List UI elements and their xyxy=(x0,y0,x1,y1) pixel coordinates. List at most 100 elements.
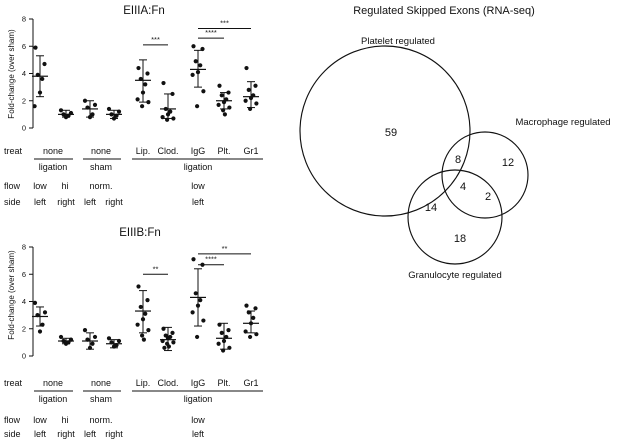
eiiib-side-right-2: right xyxy=(105,429,123,439)
eiiia-y-tick-label: 0 xyxy=(22,124,26,133)
eiiia-data-point xyxy=(243,98,248,103)
eiiia-data-point xyxy=(135,97,140,102)
macrophage-regulated-label: Macrophage regulated xyxy=(515,117,610,128)
eiiib-gr1-label: Gr1 xyxy=(243,378,258,388)
eiiia-significance-label: **** xyxy=(205,28,217,37)
eiiia-lip-label: Lip. xyxy=(136,146,151,156)
eiiib-data-point xyxy=(171,340,176,345)
eiiia-clod-label: Clod. xyxy=(157,146,178,156)
eiiib-none-ligation-label: none xyxy=(43,378,63,388)
eiiib-data-point xyxy=(201,318,206,323)
eiiib-data-point xyxy=(244,303,249,308)
venn-title: Regulated Skipped Exons (RNA-seq) xyxy=(353,5,535,17)
eiiib-data-point xyxy=(191,257,196,262)
eiiia-igg-label: IgG xyxy=(191,146,206,156)
eiiib-data-point xyxy=(42,310,48,315)
eiiib-y-axis-title: Fold-change (over sham) xyxy=(7,250,16,340)
eiiia-y-tick-label: 4 xyxy=(22,69,26,78)
eiiia-sham-label: sham xyxy=(90,162,112,172)
eiiia-significance-label: *** xyxy=(220,19,229,28)
eiiia-data-point xyxy=(201,89,206,94)
eiiia-data-point xyxy=(90,112,95,117)
eiiia-data-point xyxy=(140,104,145,109)
eiiib-data-point xyxy=(195,334,200,340)
eiiib-igg-label: IgG xyxy=(191,378,206,388)
eiiib-data-point xyxy=(136,284,141,289)
eiiia-data-point xyxy=(216,102,221,107)
eiiia-data-point xyxy=(40,76,45,82)
eiiia-data-point xyxy=(171,116,176,121)
eiiib-data-point xyxy=(90,341,95,346)
eiiib-data-point xyxy=(190,310,195,315)
eiiib-significance-label: ** xyxy=(222,244,228,253)
macrophage-granulocyte-count: 2 xyxy=(485,191,491,203)
eiiib-data-point xyxy=(226,328,231,333)
platelet-regulated-label: Platelet regulated xyxy=(361,36,435,47)
granulocyte-regulated-label: Granulocyte regulated xyxy=(408,270,501,281)
eiiib-clod-label: Clod. xyxy=(157,378,178,388)
eiiia-data-point xyxy=(160,115,165,120)
eiiib-flow-norm: norm. xyxy=(89,415,112,425)
eiiib-data-point xyxy=(143,311,148,316)
eiiib-side-label: side xyxy=(4,429,21,439)
eiiib-data-point xyxy=(140,333,145,338)
eiiia-data-point xyxy=(42,61,47,67)
eiiia-data-point xyxy=(217,83,222,88)
eiiib-data-point xyxy=(82,328,88,333)
eiiib-data-point xyxy=(198,298,203,303)
eiiia-none-ligation-label: none xyxy=(43,146,63,156)
eiiia-data-point xyxy=(195,104,200,109)
eiiia-title: EIIIA:Fn xyxy=(123,5,165,17)
macrophage-only-count: 12 xyxy=(502,157,514,169)
eiiia-side-right-2: right xyxy=(105,197,123,207)
eiiib-side-right-1: right xyxy=(57,429,75,439)
eiiia-data-point xyxy=(33,45,38,50)
eiiib-flow-hi: hi xyxy=(61,415,68,425)
eiiib-significance-label: **** xyxy=(205,255,217,264)
eiiia-y-tick-label: 8 xyxy=(22,15,26,24)
eiiib-data-point xyxy=(243,329,248,334)
eiiib-y-tick-label: 6 xyxy=(22,270,26,279)
eiiia-data-point xyxy=(246,87,251,92)
eiiia-plt-label: Plt. xyxy=(217,146,230,156)
eiiia-data-point xyxy=(253,83,258,88)
eiiib-data-point xyxy=(135,322,140,327)
eiiia-scatter-panel: EIIIA:Fn Fold-change (over sham) 02468**… xyxy=(4,5,263,207)
eiiia-side-right-1: right xyxy=(57,197,75,207)
platelet-only-count: 59 xyxy=(385,127,397,139)
eiiib-y-tick-label: 8 xyxy=(22,243,26,252)
eiiib-flow-low: low xyxy=(33,415,47,425)
eiiib-data-point xyxy=(92,334,98,340)
eiiib-data-point xyxy=(193,291,198,296)
eiiia-treatment-annotations: treat none ligation none sham Lip. Clod.… xyxy=(4,146,263,207)
eiiia-data-point xyxy=(145,71,150,76)
eiiib-data-point xyxy=(32,300,38,305)
eiiia-data-point xyxy=(222,112,227,117)
all-three-count: 4 xyxy=(460,181,466,193)
granulocyte-only-count: 18 xyxy=(454,233,466,245)
eiiib-data-point xyxy=(138,304,143,310)
eiiia-y-tick-label: 6 xyxy=(22,42,26,51)
eiiib-lip-label: Lip. xyxy=(136,378,151,388)
skipped-exons-venn-diagram: Regulated Skipped Exons (RNA-seq) Platel… xyxy=(299,5,611,281)
eiiib-significance-label: ** xyxy=(153,264,159,273)
eiiia-none-sham-label: none xyxy=(91,146,111,156)
platelet-macrophage-count: 8 xyxy=(455,154,461,166)
eiiib-data-point xyxy=(145,298,150,303)
eiiia-significance-label: *** xyxy=(151,35,160,44)
eiiia-data-point xyxy=(190,72,195,77)
macrophage-regulated-circle xyxy=(441,131,529,219)
eiiia-data-point xyxy=(146,100,151,105)
eiiia-side-left-3: left xyxy=(192,197,205,207)
eiiib-data-point xyxy=(219,330,224,335)
eiiia-data-point xyxy=(58,108,64,113)
eiiib-flow-label: flow xyxy=(4,415,21,425)
eiiib-side-left-3: left xyxy=(192,429,205,439)
eiiia-side-label: side xyxy=(4,197,21,207)
eiiia-data-point xyxy=(161,80,166,86)
eiiib-y-tick-label: 2 xyxy=(22,324,26,333)
eiiib-side-left-2: left xyxy=(84,429,97,439)
eiiia-y-axis-title: Fold-change (over sham) xyxy=(7,29,16,119)
